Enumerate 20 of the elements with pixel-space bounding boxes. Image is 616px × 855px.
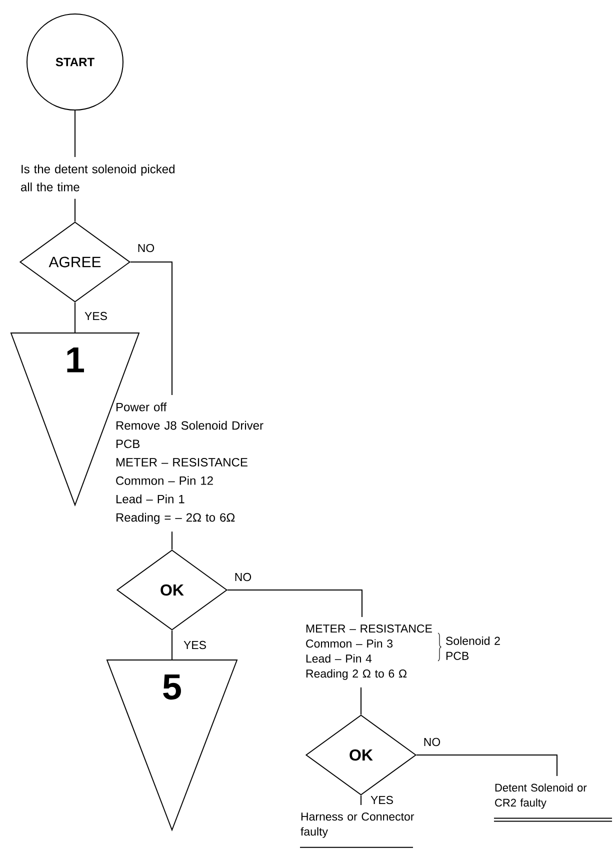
- connector-line: [130, 262, 172, 396]
- connector-line: [74, 198, 76, 222]
- step-text: Power off Remove J8 Solenoid Driver PCB METER – RESISTANCE Common – Pin 12 Lead – Pin 1 Reading = – 2Ω to 6Ω: [116, 402, 264, 524]
- connector-line: [360, 795, 362, 806]
- connector-line: [74, 302, 76, 334]
- edge-label: YES: [182, 640, 208, 650]
- connector-line: [360, 686, 362, 715]
- step-text: METER – RESISTANCE Common – Pin 3 Lead – Pin 4 Reading 2 Ω to 6 Ω: [306, 624, 432, 680]
- side-note: Solenoid 2 PCB: [446, 636, 500, 660]
- edge-label: NO: [422, 736, 442, 748]
- step-text: Harness or Connector faulty: [300, 812, 414, 848]
- step-text: Detent Solenoid or CR2 faulty: [494, 784, 612, 822]
- edge-label: YES: [369, 794, 394, 806]
- connector-line: [227, 590, 362, 618]
- edge-label: YES: [84, 310, 108, 322]
- connector-line: [74, 110, 76, 158]
- connector-line: [416, 754, 558, 776]
- edge-label: NO: [136, 242, 156, 254]
- step-text: Is the detent solenoid picked all the time: [21, 164, 174, 192]
- edge-label: NO: [233, 572, 253, 582]
